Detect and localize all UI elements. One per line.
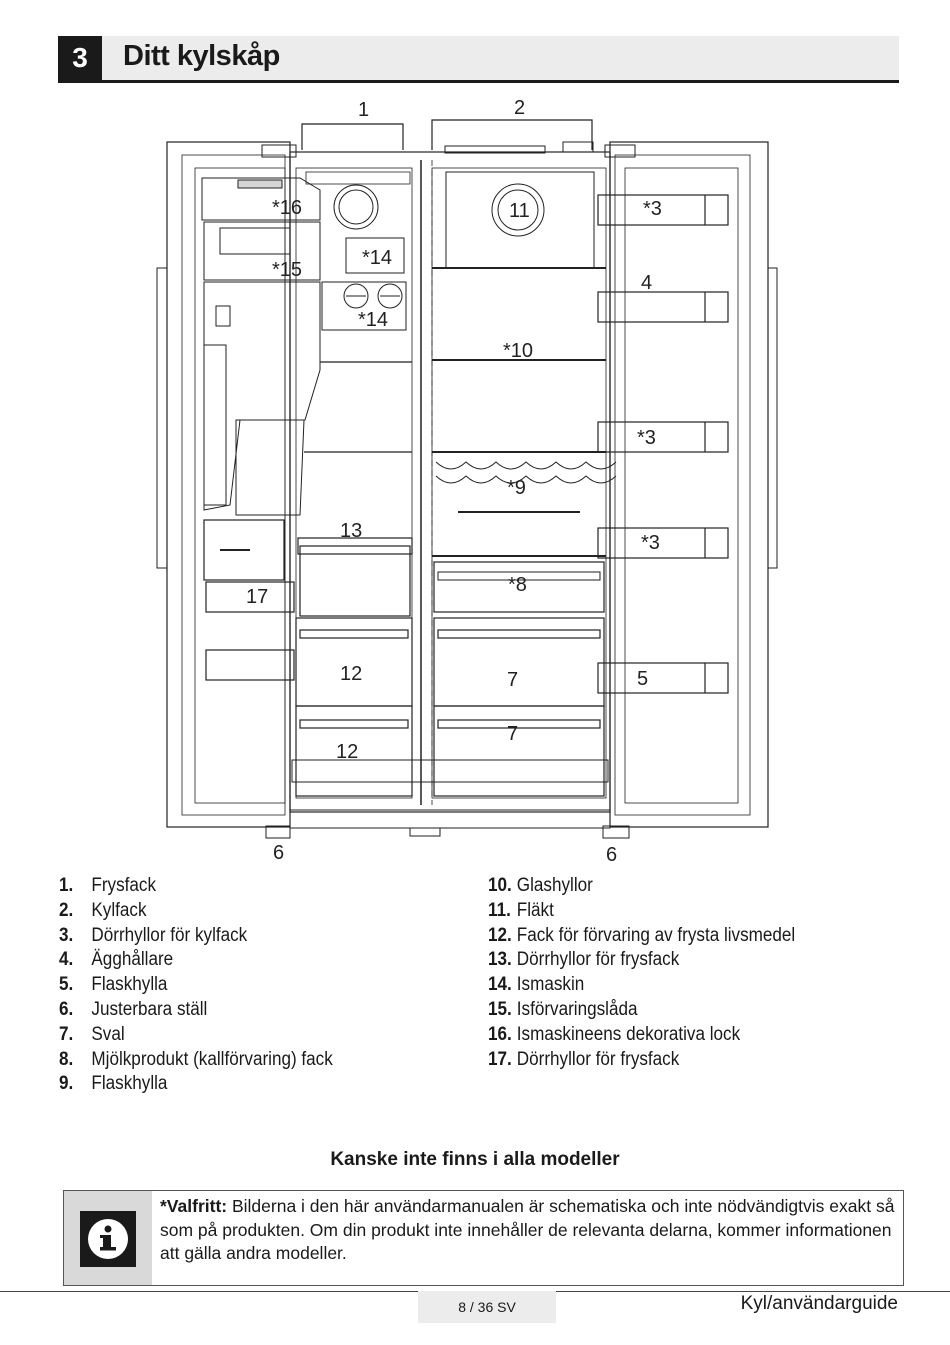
list-item: 4.Ägghållare xyxy=(59,949,174,971)
list-item: 9.Flaskhylla xyxy=(59,1073,168,1095)
info-body: Bilderna i den här användarmanualen är s… xyxy=(160,1196,895,1263)
section-number: 3 xyxy=(58,36,102,80)
list-item: 5.Flaskhylla xyxy=(59,974,168,996)
compartment-brackets xyxy=(301,119,593,150)
list-item: 17.Dörrhyllor för frysfack xyxy=(488,1048,680,1070)
label-6b: 6 xyxy=(606,844,617,866)
fridge-door xyxy=(609,141,769,828)
cabinet-body xyxy=(289,151,611,813)
label-16: *16 xyxy=(272,197,302,219)
crisper-drawers xyxy=(433,617,605,797)
freezer-door-shelves xyxy=(203,519,295,681)
fridge-handle xyxy=(767,267,778,569)
section-header: 3 Ditt kylskåp xyxy=(58,36,899,83)
label-15: *15 xyxy=(272,259,302,281)
list-item: 1.Frysfack xyxy=(59,875,157,896)
availability-note: Kanske inte finns i alla modeller xyxy=(330,1149,620,1170)
glass-shelves xyxy=(432,267,606,453)
label-3c: *3 xyxy=(641,532,660,554)
freezer-shelves xyxy=(297,361,413,617)
ice-maker-assembly xyxy=(201,177,321,516)
list-item: 2.Kylfack xyxy=(59,899,147,921)
freezer-drawers xyxy=(295,617,413,797)
info-text: *Valfritt: Bilderna i den här användarma… xyxy=(160,1195,898,1266)
dairy-compartment xyxy=(433,561,605,613)
parts-list-right: 10.Glashyllor 11.Fläkt 12.Fack för förva… xyxy=(488,874,795,1072)
label-12a: 12 xyxy=(340,663,362,685)
freezer-door xyxy=(166,141,291,828)
bottle-rack xyxy=(435,461,617,484)
list-item: 13.Dörrhyllor för frysfack xyxy=(488,949,680,971)
list-item: 7.Sval xyxy=(59,1023,125,1045)
ice-maker xyxy=(305,171,411,331)
label-3a: *3 xyxy=(643,198,662,220)
list-item: 6.Justerbara ställ xyxy=(59,998,208,1020)
parts-list-left: 1.Frysfack 2.Kylfack 3.Dörrhyllor för ky… xyxy=(59,874,333,1097)
info-bold: *Valfritt: xyxy=(160,1196,228,1216)
label-5: 5 xyxy=(637,668,648,690)
label-10: *10 xyxy=(503,340,533,362)
label-14b: *14 xyxy=(358,309,388,331)
label-4: 4 xyxy=(641,272,652,294)
label-2: 2 xyxy=(514,97,525,119)
top-hinges xyxy=(261,141,636,158)
list-item: 14.Ismaskin xyxy=(488,974,585,996)
guide-title: Kyl/användarguide xyxy=(740,1293,898,1314)
label-9: *9 xyxy=(507,477,526,499)
list-item: 3.Dörrhyllor för kylfack xyxy=(59,924,248,946)
label-6a: 6 xyxy=(273,842,284,864)
fridge-diagram: 1 2 *16 *15 *14 *14 11 *10 *9 *8 13 17 1… xyxy=(156,97,778,866)
list-item: 8.Mjölkprodukt (kallförvaring) fack xyxy=(59,1048,333,1070)
info-icon xyxy=(80,1211,136,1267)
section-title: Ditt kylskåp xyxy=(123,40,280,72)
label-11: 11 xyxy=(509,200,530,222)
adjustable-feet xyxy=(265,825,630,839)
list-item: 15.Isförvaringslåda xyxy=(488,998,638,1020)
label-8: *8 xyxy=(508,574,527,596)
label-12b: 12 xyxy=(336,741,358,763)
label-7b: 7 xyxy=(507,723,518,745)
label-14a: *14 xyxy=(362,247,392,269)
label-7a: 7 xyxy=(507,669,518,691)
page-number: 8 / 36 SV xyxy=(418,1291,556,1323)
list-item: 11.Fläkt xyxy=(488,899,554,921)
label-13: 13 xyxy=(340,520,362,542)
label-3b: *3 xyxy=(637,427,656,449)
label-1: 1 xyxy=(358,99,369,121)
info-box: *Valfritt: Bilderna i den här användarma… xyxy=(63,1190,904,1286)
label-17: 17 xyxy=(246,586,268,608)
list-item: 10.Glashyllor xyxy=(488,875,593,896)
freezer-handle xyxy=(156,267,168,569)
fridge-door-shelves xyxy=(597,194,729,694)
list-item: 12.Fack för förvaring av frysta livsmede… xyxy=(488,924,796,946)
list-item: 16.Ismaskineens dekorativa lock xyxy=(488,1023,741,1045)
